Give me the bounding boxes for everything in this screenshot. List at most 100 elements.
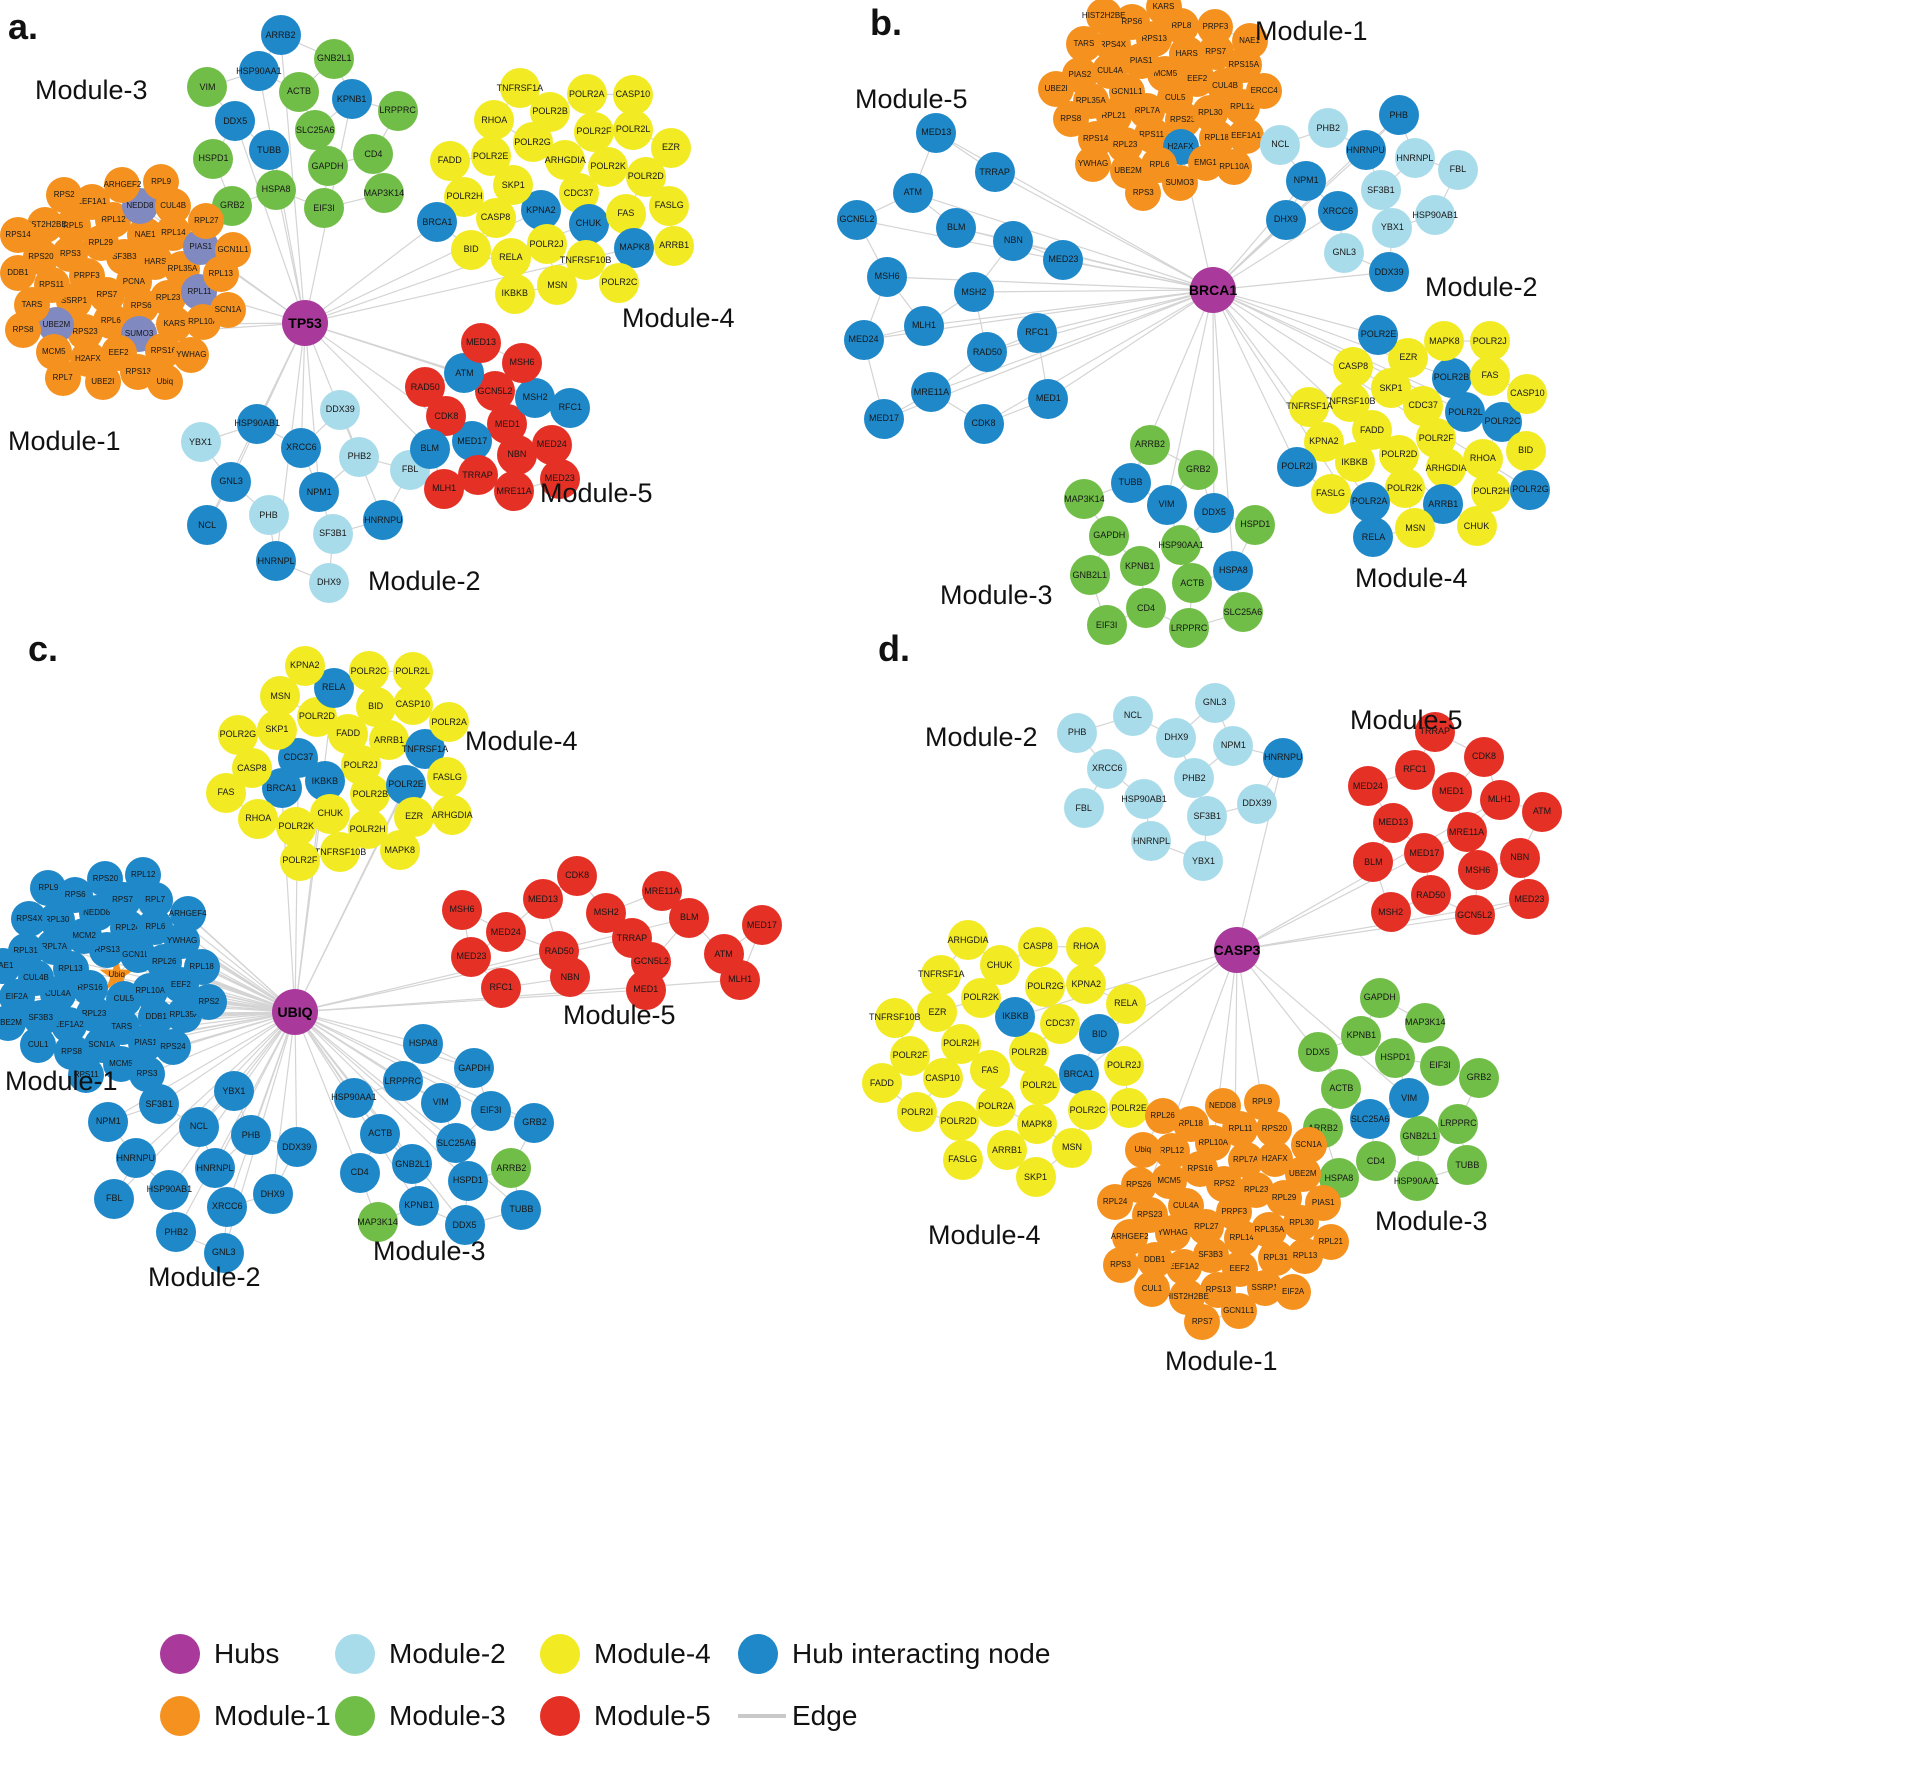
node-label: RPL9 (1252, 1096, 1273, 1106)
network-node: RPL27 (188, 203, 225, 240)
node-label: TNFRSF10B (869, 1012, 921, 1023)
network-node: RPL18 (183, 949, 220, 986)
network-node: CASP10 (922, 1058, 963, 1099)
node-label: MSH2 (522, 392, 548, 403)
network-node: POLR2L (1019, 1065, 1060, 1106)
network-node: MED17 (1404, 833, 1445, 874)
network-node: DDB1 (0, 254, 36, 291)
node-label: TARS (21, 299, 43, 309)
node-label: CDC37 (1045, 1018, 1075, 1029)
node-label: RPL26 (1150, 1111, 1175, 1121)
network-node: EIF2A (1275, 1273, 1312, 1310)
node-label: PIAS2 (1068, 69, 1092, 79)
network-node: TRRAP (974, 152, 1015, 193)
node-label: TNFRSF10B (1323, 396, 1376, 407)
node-label: BLM (947, 222, 966, 233)
node-label: MED23 (456, 951, 487, 962)
network-node: PRPF3 (1197, 8, 1234, 45)
network-node: GRB2 (514, 1102, 555, 1143)
node-label: CASP10 (925, 1072, 960, 1083)
node-label: KPNB1 (1125, 560, 1155, 571)
node-label: RPS23 (1137, 1210, 1163, 1220)
node-label: RPL23 (1243, 1184, 1269, 1194)
node-label: DDX5 (223, 115, 248, 126)
node-label: NBN (1003, 235, 1023, 246)
node-label: RHOA (1072, 941, 1099, 952)
network-node: MED13 (460, 322, 501, 363)
node-label: ARHGEF4 (168, 909, 207, 919)
node-label: ATM (903, 187, 922, 198)
node-label: MED1 (494, 418, 520, 429)
node-label: HSPD1 (1380, 1052, 1411, 1062)
node-label: RPS7 (1191, 1317, 1213, 1327)
network-node: RPS14 (0, 217, 37, 254)
node-label: SF3B3 (1198, 1250, 1223, 1260)
network-node: RPL26 (1144, 1098, 1181, 1135)
network-node: YBX1 (1183, 841, 1224, 882)
network-node: MED24 (485, 912, 526, 953)
node-label: MED13 (528, 893, 559, 904)
network-node: GCN1L1 (1220, 1292, 1257, 1329)
network-node: XRCC6 (207, 1186, 248, 1227)
node-label: HSP90AB1 (234, 418, 280, 429)
network-node: MSH2 (953, 272, 994, 312)
node-label: YBX1 (1191, 855, 1215, 866)
node-label: EMG1 (1194, 157, 1217, 167)
network-node: EIF3I (470, 1090, 511, 1131)
network-node: CASP10 (392, 684, 433, 725)
node-label: NAE1 (134, 230, 156, 240)
node-label: YWHAG (1077, 159, 1109, 169)
network-node: VIM (187, 67, 228, 107)
node-label: MED1 (1439, 786, 1465, 796)
module-label-c-module-1: Module-1 (5, 1066, 118, 1096)
node-label: ATM (714, 948, 733, 959)
network-node: UBE2I (1038, 71, 1075, 108)
network-node: MSH2 (586, 892, 627, 933)
node-label: RELA (1361, 531, 1386, 542)
network-node: VIM (1146, 484, 1187, 525)
node-label: DDB1 (7, 267, 29, 277)
node-label: RPL21 (1101, 110, 1126, 120)
node-label: RHOA (481, 114, 508, 125)
network-node: RAD50 (1410, 875, 1451, 916)
node-label: CDC37 (563, 187, 594, 198)
node-label: EEF1A1 (1231, 131, 1261, 141)
network-node: POLR2D (938, 1101, 979, 1142)
node-label: CASP10 (395, 699, 431, 710)
node-label: MSH2 (593, 907, 619, 918)
node-label: POLR2B (532, 106, 568, 117)
node-label: POLR2F (576, 126, 612, 137)
node-label: IKBKB (311, 775, 339, 786)
node-label: RPL10A (1219, 161, 1249, 171)
node-label: EEF2 (1187, 73, 1208, 83)
network-node: FBL (94, 1178, 135, 1219)
network-node: FADD (429, 140, 470, 181)
network-node: CHUK (568, 203, 609, 244)
network-node: POLR2K (1384, 468, 1425, 509)
node-label: MED17 (457, 435, 488, 446)
network-node: RPS2 (190, 984, 227, 1021)
network-node: RPS4X (11, 900, 48, 937)
network-node: RPS3 (1102, 1246, 1139, 1283)
network-node: SLC25A6 (295, 110, 336, 150)
network-node: XRCC6 (1087, 748, 1128, 789)
edge (923, 289, 1214, 327)
node-label: POLR2D (940, 1115, 977, 1126)
network-node: EZR (651, 127, 692, 168)
network-node: TNFRSF1A (918, 954, 965, 995)
node-label: TNFRSF1A (496, 82, 544, 93)
node-label: RPL12 (131, 870, 156, 880)
network-node: GNL3 (211, 461, 252, 502)
legend-label: Module-5 (594, 1700, 711, 1731)
node-label: FASLG (654, 200, 684, 211)
network-node: RPL10A (1216, 148, 1253, 185)
module-label-b-module-4: Module-4 (1355, 563, 1468, 593)
node-label: POLR2K (590, 161, 626, 172)
node-label: EEF2 (170, 979, 191, 989)
network-node: DDX5 (215, 101, 256, 142)
legend-label: Hubs (214, 1638, 280, 1669)
node-label: ARRB1 (659, 240, 690, 251)
node-label: MRE11A (1448, 826, 1485, 837)
network-node: RFC1 (1017, 312, 1058, 353)
network-node: DDX39 (1369, 252, 1410, 293)
